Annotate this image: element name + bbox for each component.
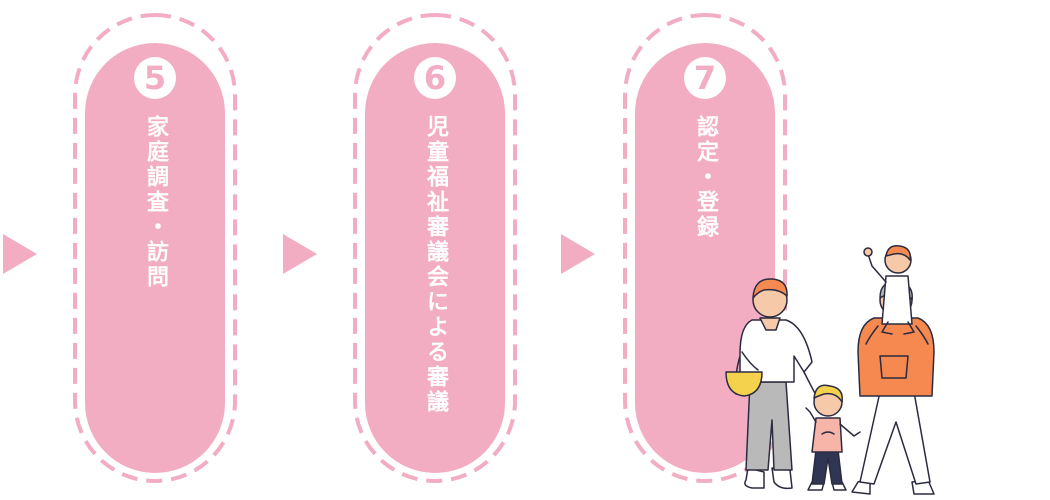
dashed-ring (623, 13, 787, 483)
step-arrow-icon-2 (283, 234, 317, 274)
step-pill: 6 児童福祉審議会による審議 (365, 43, 505, 473)
step-pill: 5 家庭調査・訪問 (85, 43, 225, 473)
boy-figure (805, 384, 861, 491)
family-walking-illustration (725, 244, 935, 495)
step-arrow-icon-1 (3, 234, 37, 274)
toddler-figure (863, 244, 915, 335)
step-label: 認定・登録 (693, 115, 718, 240)
step-number-badge: 6 (414, 57, 456, 99)
dashed-ring (73, 13, 237, 483)
step-arrow-icon-3 (561, 234, 595, 274)
woman-figure (725, 278, 829, 490)
step-number-badge: 5 (134, 57, 176, 99)
step-label: 家庭調査・訪問 (143, 115, 168, 290)
step-5: 5 家庭調査・訪問 (72, 12, 238, 484)
step-number-badge: 7 (684, 57, 726, 99)
step-6: 6 児童福祉審議会による審議 (352, 12, 518, 484)
step-label: 児童福祉審議会による審議 (423, 115, 448, 415)
dashed-ring (353, 13, 517, 483)
